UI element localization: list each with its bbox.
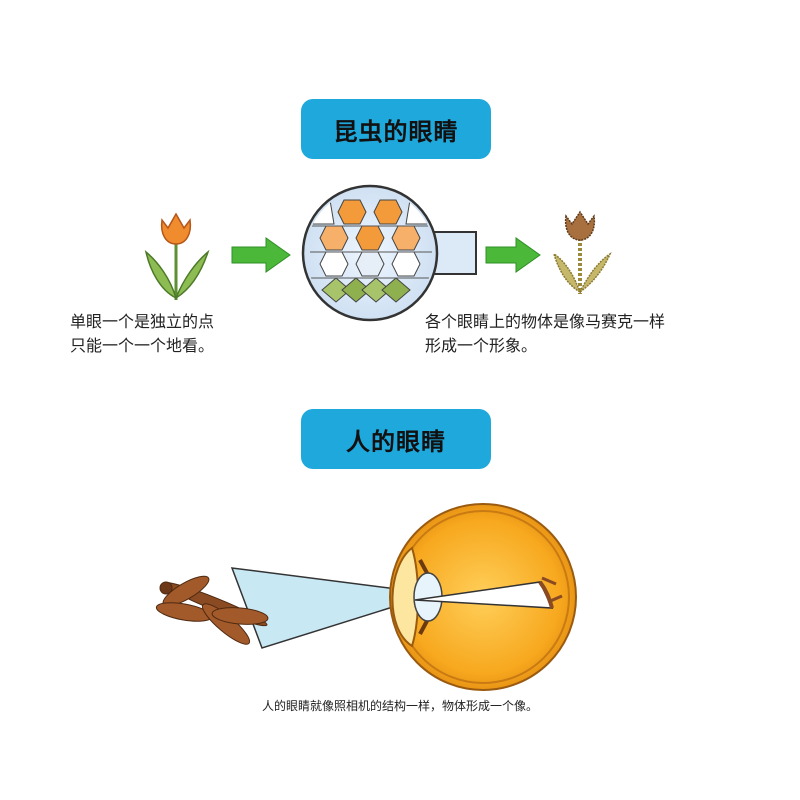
simple-eye-caption: 单眼一个是独立的点 只能一个一个地看。 — [70, 310, 214, 358]
compound-eye-caption: 各个眼睛上的物体是像马赛克一样 形成一个形象。 — [425, 310, 665, 358]
caption-line: 单眼一个是独立的点 — [70, 310, 214, 334]
arrow-right-icon — [486, 238, 540, 272]
tulip-icon — [146, 214, 208, 300]
compound-eye-icon — [303, 186, 476, 320]
mosaic-tulip-icon — [554, 212, 610, 294]
caption-line: 形成一个形象。 — [425, 334, 665, 358]
eyeball-icon — [390, 504, 576, 690]
light-cone — [232, 568, 415, 648]
caption-line: 只能一个一个地看。 — [70, 334, 214, 358]
caption-line: 各个眼睛上的物体是像马赛克一样 — [425, 310, 665, 334]
human-eye-caption: 人的眼睛就像照相机的结构一样，物体形成一个像。 — [0, 694, 800, 718]
arrow-right-icon — [232, 238, 290, 272]
